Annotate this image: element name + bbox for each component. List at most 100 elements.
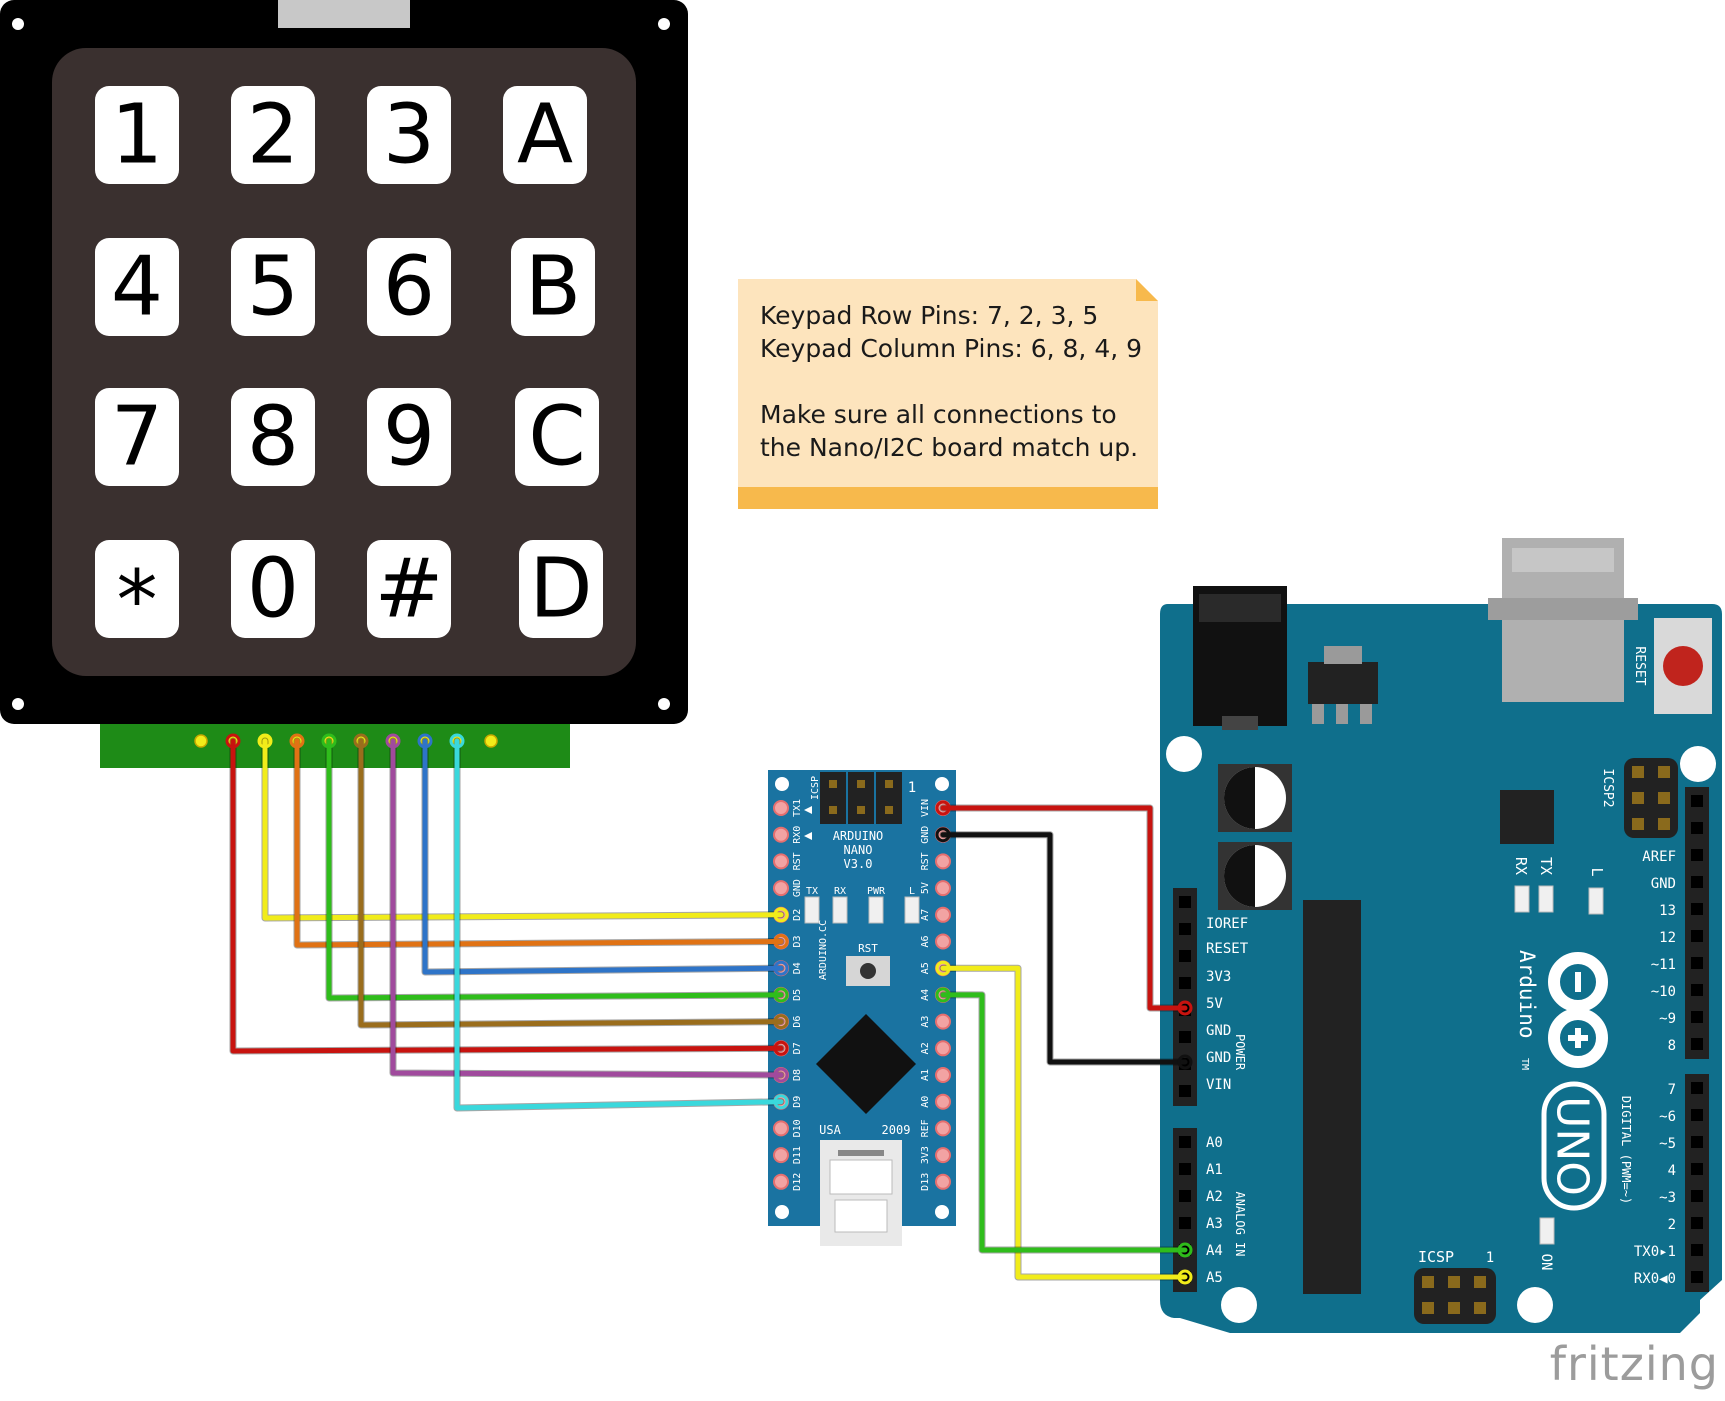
uno-board <box>1160 604 1722 1333</box>
uno-digital-pin-label: 12 <box>1659 930 1676 946</box>
nano-pin[interactable] <box>935 1173 951 1190</box>
nano-pin[interactable] <box>935 1040 951 1057</box>
uno-digital-pin-label: RX0◀0 <box>1634 1271 1676 1287</box>
uno-header-pin[interactable] <box>1691 1011 1703 1023</box>
nano-icsp-header <box>820 772 846 824</box>
wire-red-d7 <box>225 733 789 1056</box>
arduino-uno: UNO Arduino TM IOREFRESET3V35VGNDGNDVINP… <box>1160 538 1722 1333</box>
uno-header-pin[interactable] <box>1691 795 1703 807</box>
keypad-key[interactable]: A <box>503 86 587 184</box>
nano-pin[interactable] <box>773 1120 789 1137</box>
uno-header-pin[interactable] <box>1179 1163 1191 1175</box>
uno-header-pin[interactable] <box>1691 1038 1703 1050</box>
keypad-key[interactable]: 1 <box>95 86 179 184</box>
nano-pin[interactable] <box>773 1173 789 1190</box>
keypad-key[interactable]: 3 <box>367 86 451 184</box>
nano-pin[interactable] <box>773 826 789 843</box>
nano-pin[interactable] <box>773 853 789 870</box>
keypad-key[interactable]: D <box>519 540 603 638</box>
uno-header-pin[interactable] <box>1691 930 1703 942</box>
uno-header-pin[interactable] <box>1691 1109 1703 1121</box>
uno-header-pin[interactable] <box>1691 1190 1703 1202</box>
uno-digital-pin-label: 8 <box>1668 1038 1676 1054</box>
keypad-key[interactable]: C <box>515 388 599 486</box>
nano-pin[interactable] <box>773 880 789 897</box>
uno-analog-header <box>1173 1128 1197 1292</box>
wire-black-gnd <box>935 827 1193 1070</box>
uno-digital-pin-label: ~5 <box>1659 1136 1676 1152</box>
keypad-key[interactable]: 6 <box>367 238 451 336</box>
uno-header-pin[interactable] <box>1691 1082 1703 1094</box>
uno-digital-pin-label: 13 <box>1659 903 1676 919</box>
keypad-key-label: 3 <box>383 88 435 183</box>
uno-header-pin[interactable] <box>1179 977 1191 989</box>
nano-pin-label: D12 <box>792 1173 803 1191</box>
keypad-key[interactable]: 7 <box>95 388 179 486</box>
uno-header-pin[interactable] <box>1691 849 1703 861</box>
uno-brand-label: Arduino <box>1515 950 1539 1039</box>
keypad-key[interactable]: 9 <box>367 388 451 486</box>
keypad-connector-pin <box>484 734 498 748</box>
uno-header-pin[interactable] <box>1691 1136 1703 1148</box>
uno-header-pin[interactable] <box>1691 957 1703 969</box>
uno-header-pin[interactable] <box>1179 1031 1191 1043</box>
nano-pin[interactable] <box>935 853 951 870</box>
keypad-key[interactable]: # <box>367 540 451 638</box>
nano-pin[interactable] <box>773 800 789 816</box>
nano-pin[interactable] <box>935 880 951 897</box>
uno-digital-pin-label: ~6 <box>1659 1109 1676 1125</box>
uno-header-pin[interactable] <box>1179 1136 1191 1148</box>
keypad-key[interactable]: 8 <box>231 388 315 486</box>
nano-usa-label: USA <box>819 1123 841 1137</box>
keypad-key-label: 6 <box>383 240 435 335</box>
uno-regulator <box>1308 662 1378 704</box>
nano-pin[interactable] <box>935 1067 951 1083</box>
uno-header-pin[interactable] <box>1691 984 1703 996</box>
nano-pin-label: 3V3 <box>920 1146 931 1164</box>
uno-digital-pin-label: ~11 <box>1651 957 1676 973</box>
nano-pin[interactable] <box>935 1093 951 1110</box>
keypad-key[interactable]: 2 <box>231 86 315 184</box>
uno-header-pin[interactable] <box>1179 896 1191 908</box>
nano-led-label: PWR <box>867 886 886 897</box>
uno-header-pin[interactable] <box>1691 1217 1703 1229</box>
nano-pin-label: A6 <box>920 935 931 947</box>
keypad-key[interactable]: * <box>95 540 179 649</box>
uno-header-pin[interactable] <box>1691 1244 1703 1256</box>
uno-digital-header-lower <box>1685 1074 1709 1292</box>
nano-pin-label: RST <box>920 852 931 870</box>
nano-pin-label: TX1 <box>792 799 803 817</box>
uno-power-pin-label: VIN <box>1206 1077 1231 1093</box>
note-text: Keypad Row Pins: 7, 2, 3, 5 Keypad Colum… <box>760 301 1143 462</box>
arduino-logo-icon <box>1548 952 1608 1068</box>
nano-pin[interactable] <box>935 906 951 923</box>
keypad-key[interactable]: 0 <box>231 540 315 638</box>
keypad-key-label: D <box>529 542 592 637</box>
uno-header-pin[interactable] <box>1691 903 1703 915</box>
uno-header-pin[interactable] <box>1691 876 1703 888</box>
wire-brown-d6 <box>353 733 789 1030</box>
uno-header-pin[interactable] <box>1179 923 1191 935</box>
wire-red-vin-5v <box>935 800 1193 1016</box>
nano-pin[interactable] <box>773 1147 789 1164</box>
uno-analog-pin-label: A4 <box>1206 1243 1223 1259</box>
nano-pin-label: RX0 <box>792 826 803 844</box>
keypad-key[interactable]: 5 <box>231 238 315 336</box>
uno-header-pin[interactable] <box>1179 950 1191 962</box>
uno-header-pin[interactable] <box>1691 1271 1703 1283</box>
nano-pin[interactable] <box>935 933 951 950</box>
sticky-note: Keypad Row Pins: 7, 2, 3, 5 Keypad Colum… <box>738 279 1158 509</box>
nano-pin[interactable] <box>935 1013 951 1030</box>
nano-pin[interactable] <box>935 1120 951 1137</box>
uno-digital-pin-label: AREF <box>1642 849 1676 865</box>
nano-pin-label: RST <box>792 852 803 870</box>
keypad-key[interactable]: 4 <box>95 238 179 336</box>
uno-header-pin[interactable] <box>1179 1085 1191 1097</box>
nano-pin-label: GND <box>792 879 803 897</box>
nano-pin[interactable] <box>935 1147 951 1164</box>
uno-header-pin[interactable] <box>1691 1163 1703 1175</box>
uno-header-pin[interactable] <box>1179 1190 1191 1202</box>
uno-header-pin[interactable] <box>1179 1217 1191 1229</box>
keypad-key[interactable]: B <box>511 238 595 336</box>
uno-header-pin[interactable] <box>1691 822 1703 834</box>
